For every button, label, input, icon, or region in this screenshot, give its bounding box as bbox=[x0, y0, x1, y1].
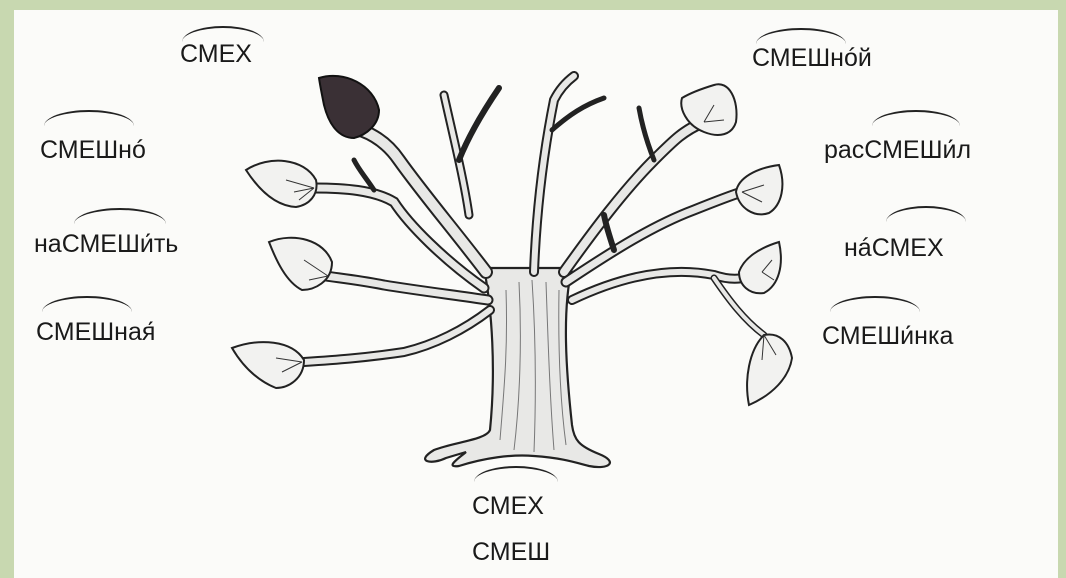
word-smekh-top: СМЕХ bbox=[180, 40, 252, 68]
word-nasmekh: нáСМЕХ bbox=[844, 234, 944, 262]
leaf bbox=[739, 242, 781, 293]
illustration-frame: СМЕХ СМЕШнó наСМЕШи́ть СМЕШная́ СМЕШнóй … bbox=[14, 10, 1058, 578]
leaf bbox=[736, 165, 782, 214]
leaf bbox=[269, 238, 332, 290]
root-word-smesh: СМЕШ bbox=[472, 538, 550, 566]
leaf bbox=[246, 161, 317, 207]
leaf bbox=[232, 342, 304, 388]
word-rassmeshil: расСМЕШи́л bbox=[824, 136, 971, 164]
word-smeshinka: СМЕШи́нка bbox=[822, 322, 953, 350]
word-smeshnoy: СМЕШнóй bbox=[752, 44, 872, 72]
root-word-smekh: СМЕХ bbox=[472, 492, 544, 520]
word-nasmeshit: наСМЕШи́ть bbox=[34, 230, 178, 258]
leaf-dark bbox=[319, 76, 379, 138]
word-smeshnaya: СМЕШная́ bbox=[36, 318, 155, 346]
word-smeshno: СМЕШнó bbox=[40, 136, 146, 164]
